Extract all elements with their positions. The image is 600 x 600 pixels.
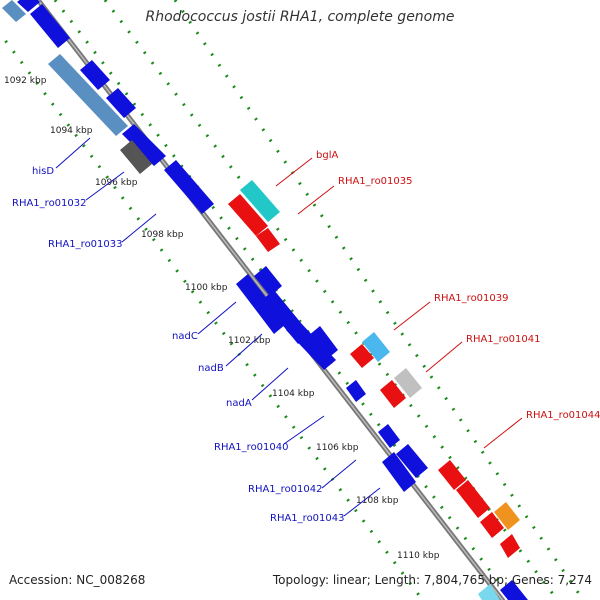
gene-arrow[interactable]	[308, 326, 338, 360]
gene-label[interactable]: nadA	[226, 398, 252, 409]
reverse-strand-genes	[228, 180, 520, 600]
tick-label: 1106 kbp	[316, 443, 359, 453]
tick-label: 1104 kbp	[272, 389, 315, 399]
tick-label: 1092 kbp	[4, 76, 47, 86]
forward-strand-genes	[2, 0, 528, 600]
tick-label: 1098 kbp	[141, 230, 184, 240]
reverse-label-leaders	[275, 157, 523, 449]
gene-arrow[interactable]	[378, 424, 400, 448]
gene-arrow[interactable]	[254, 266, 282, 296]
gene-arrow[interactable]	[228, 194, 268, 236]
gene-arrow[interactable]	[382, 452, 416, 492]
gene-label[interactable]: bglA	[316, 150, 338, 161]
gene-arrow[interactable]	[494, 502, 520, 530]
tick-label: 1100 kbp	[185, 283, 228, 293]
gene-arrow[interactable]	[164, 160, 214, 214]
gene-label[interactable]: RHA1_ro01035	[338, 176, 413, 187]
gene-arrow[interactable]	[380, 380, 406, 408]
gene-label[interactable]: RHA1_ro01032	[12, 198, 87, 209]
gene-arrow[interactable]	[30, 4, 70, 48]
gene-arrow[interactable]	[122, 124, 166, 166]
gene-arrow[interactable]	[80, 60, 110, 90]
gene-arrow[interactable]	[500, 580, 528, 600]
tick-label: 1108 kbp	[356, 496, 399, 506]
gene-arrow[interactable]	[346, 380, 366, 402]
tick-label: 1096 kbp	[95, 178, 138, 188]
gene-arrow[interactable]	[106, 88, 136, 118]
gene-arrow[interactable]	[456, 480, 490, 518]
gene-label[interactable]: RHA1_ro01042	[248, 484, 323, 495]
gene-arrow[interactable]	[500, 534, 520, 558]
gene-label[interactable]: RHA1_ro01043	[270, 513, 345, 524]
gene-label[interactable]: RHA1_ro01033	[48, 239, 123, 250]
tick-label: 1110 kbp	[397, 551, 440, 561]
gene-arrow[interactable]	[438, 460, 466, 490]
gene-arrow[interactable]	[396, 444, 428, 478]
gene-arrow[interactable]	[236, 274, 286, 334]
gene-label[interactable]: RHA1_ro01040	[214, 442, 289, 453]
gene-arrow[interactable]	[478, 584, 500, 600]
gene-arrow[interactable]	[362, 332, 390, 362]
gene-label[interactable]: nadB	[198, 363, 224, 374]
topology-text: Topology: linear; Length: 7,804,765 bp; …	[272, 573, 592, 587]
gene-arrow[interactable]	[394, 368, 422, 398]
reverse-gene-labels: bglA RHA1_ro01035 RHA1_ro01039 RHA1_ro01…	[316, 150, 600, 421]
guide-line-inner-right	[173, 0, 586, 600]
gene-arrow[interactable]	[256, 228, 280, 252]
gene-arrow[interactable]	[2, 0, 26, 22]
gene-arrow[interactable]	[480, 512, 504, 538]
gene-arrow[interactable]	[48, 54, 128, 136]
gene-arrow[interactable]	[286, 320, 336, 370]
forward-label-leaders	[55, 137, 381, 517]
tick-label: 1094 kbp	[50, 126, 93, 136]
gene-arrow[interactable]	[17, 0, 40, 12]
kbp-tick-labels: 1092 kbp 1094 kbp 1096 kbp 1098 kbp 1100…	[4, 76, 440, 561]
gene-label[interactable]: RHA1_ro01041	[466, 334, 541, 345]
accession-text: Accession: NC_008268	[9, 573, 146, 587]
gene-label[interactable]: nadC	[172, 331, 198, 342]
gene-label[interactable]: RHA1_ro01044	[526, 410, 600, 421]
guide-line-outer-left	[0, 30, 425, 600]
forward-gene-labels: hisD RHA1_ro01032 RHA1_ro01033 nadC nadB…	[12, 166, 345, 524]
gene-arrow[interactable]	[240, 180, 280, 222]
gene-arrow[interactable]	[350, 344, 374, 368]
genome-title: Rhodococcus jostii RHA1, complete genome	[145, 9, 455, 25]
gene-label[interactable]: hisD	[32, 166, 54, 177]
gene-label[interactable]: RHA1_ro01039	[434, 293, 509, 304]
tick-label: 1102 kbp	[228, 336, 271, 346]
gene-arrow[interactable]	[120, 140, 152, 174]
